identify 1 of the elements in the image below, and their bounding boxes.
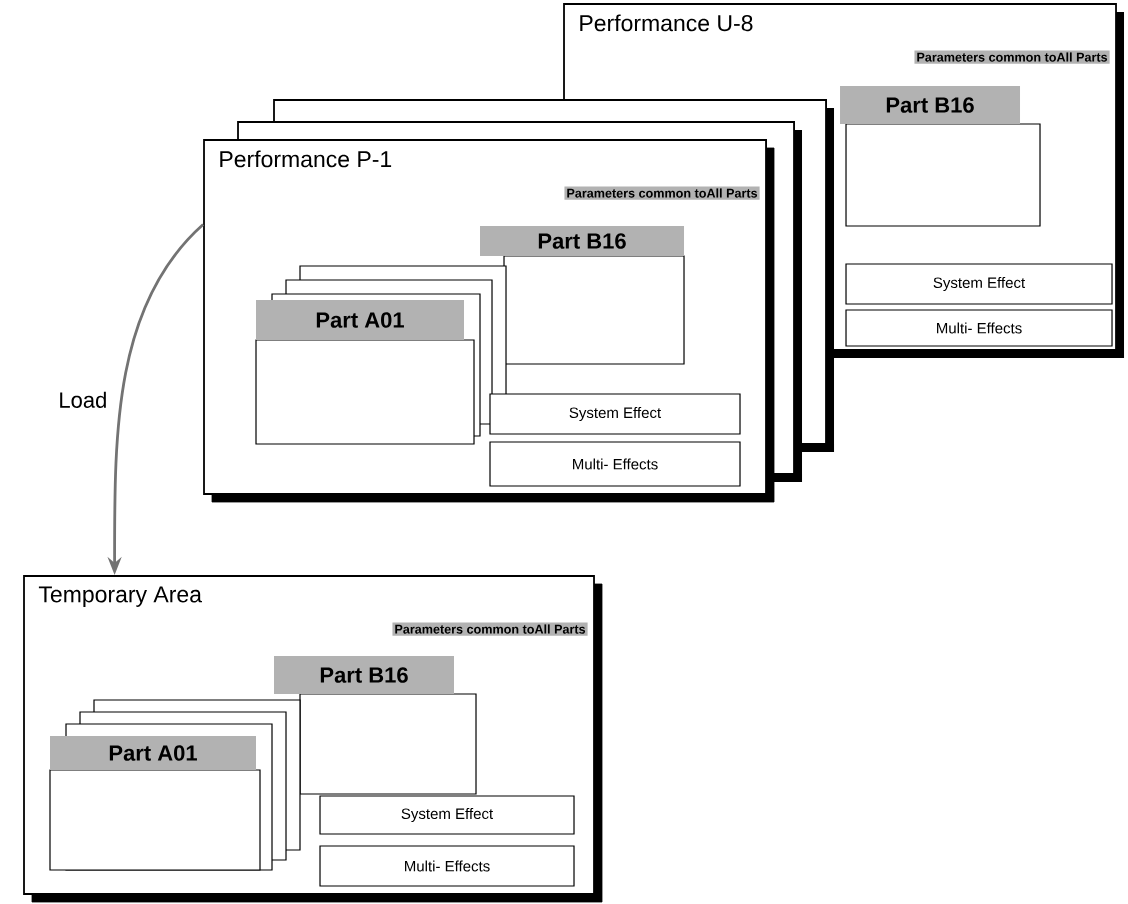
edge-label: Load bbox=[60, 391, 106, 408]
